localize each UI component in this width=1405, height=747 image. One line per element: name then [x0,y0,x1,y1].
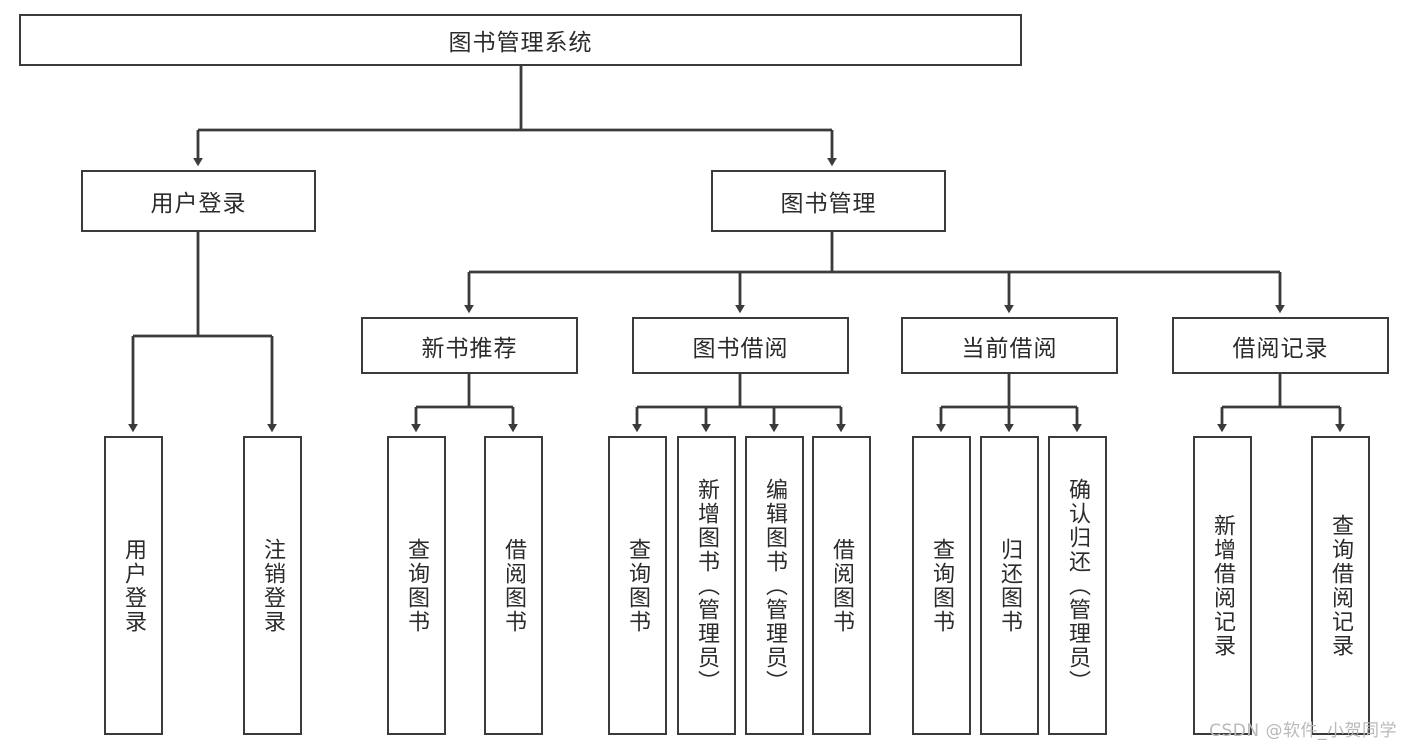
leaf-borrow-book[interactable]: 借阅图书 [812,436,871,735]
leaf-query-book-recommend-label: 查询图书 [404,537,430,634]
node-current-borrow-label: 当前借阅 [961,335,1058,362]
node-root-label: 图书管理系统 [448,30,593,56]
node-user-login-label: 用户登录 [150,191,247,217]
leaf-query-book-borrow[interactable]: 查询图书 [608,436,667,735]
leaf-add-book-admin[interactable]: 新增图书（管理员） [677,436,736,735]
node-book-management[interactable]: 图书管理 [711,170,946,232]
leaf-query-borrow-record[interactable]: 查询借阅记录 [1311,436,1370,735]
leaf-user-login-label: 用户登录 [121,537,147,634]
leaf-user-login[interactable]: 用户登录 [104,436,163,735]
node-new-book-recommend-label: 新书推荐 [421,335,518,362]
leaf-confirm-return-admin-label: 确认归还（管理员） [1065,477,1091,694]
leaf-edit-book-admin-label: 编辑图书（管理员） [762,477,788,694]
node-root[interactable]: 图书管理系统 [19,14,1022,66]
node-borrow-record[interactable]: 借阅记录 [1172,317,1389,374]
node-book-borrow-label: 图书借阅 [692,335,789,362]
leaf-add-book-admin-label: 新增图书（管理员） [694,477,720,694]
leaf-return-book[interactable]: 归还图书 [980,436,1039,735]
leaf-query-book-current[interactable]: 查询图书 [912,436,971,735]
leaf-add-borrow-record[interactable]: 新增借阅记录 [1193,436,1252,735]
leaf-query-borrow-record-label: 查询借阅记录 [1328,513,1354,658]
node-borrow-record-label: 借阅记录 [1232,335,1329,362]
leaf-logout[interactable]: 注销登录 [243,436,302,735]
leaf-query-book-current-label: 查询图书 [929,537,955,634]
node-book-management-label: 图书管理 [780,191,877,217]
leaf-return-book-label: 归还图书 [997,537,1023,634]
leaf-edit-book-admin[interactable]: 编辑图书（管理员） [745,436,804,735]
leaf-logout-label: 注销登录 [260,537,286,634]
node-current-borrow[interactable]: 当前借阅 [901,317,1118,374]
leaf-query-book-borrow-label: 查询图书 [625,537,651,634]
watermark: CSDN @软件_小贺同学 [1209,721,1397,741]
node-user-login[interactable]: 用户登录 [81,170,316,232]
node-book-borrow[interactable]: 图书借阅 [632,317,849,374]
leaf-confirm-return-admin[interactable]: 确认归还（管理员） [1048,436,1107,735]
node-new-book-recommend[interactable]: 新书推荐 [361,317,578,374]
leaf-add-borrow-record-label: 新增借阅记录 [1210,513,1236,658]
leaf-borrow-book-label: 借阅图书 [829,537,855,634]
leaf-borrow-book-recommend-label: 借阅图书 [501,537,527,634]
leaf-query-book-recommend[interactable]: 查询图书 [387,436,446,735]
leaf-borrow-book-recommend[interactable]: 借阅图书 [484,436,543,735]
